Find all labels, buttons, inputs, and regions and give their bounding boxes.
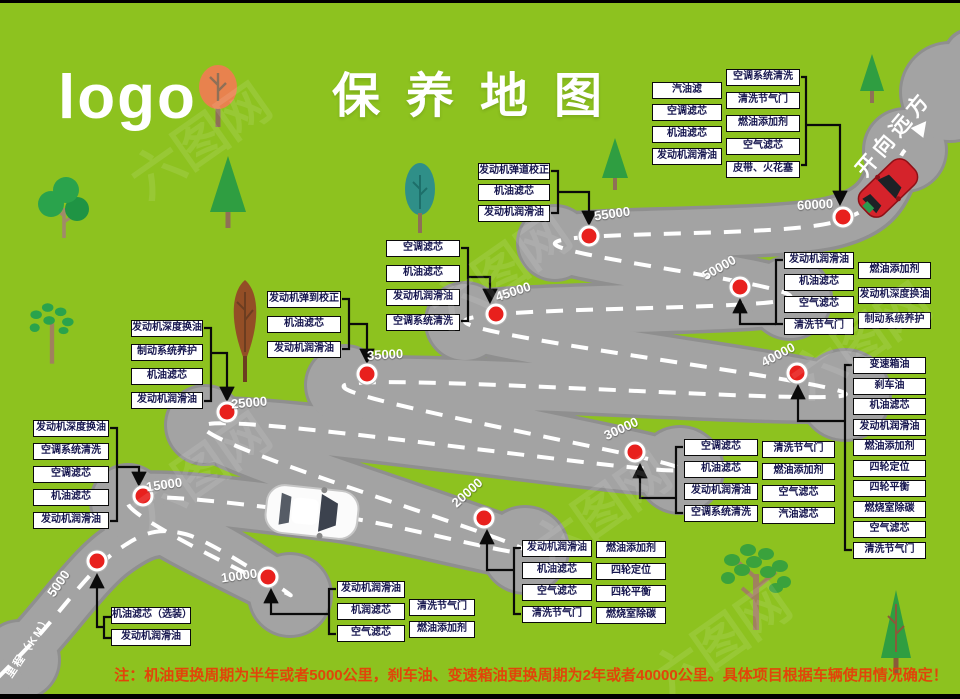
orange-tree — [199, 65, 237, 127]
bottom-border — [0, 694, 960, 699]
milestone-dot-60000 — [835, 209, 851, 225]
road-turn-pad — [902, 44, 960, 140]
milestone-dots — [85, 205, 855, 589]
connector-bracket-5000 — [102, 615, 111, 640]
connector-bracket-25000 — [204, 326, 213, 403]
page-title: 保养地图 — [331, 70, 629, 123]
connector-bracket-10000 — [327, 587, 336, 636]
connector-bracket-15000 — [110, 426, 119, 523]
milestone-dot-15000 — [135, 488, 151, 504]
milestone-dot-35000 — [359, 366, 375, 382]
connector-arrow-50000 — [732, 297, 776, 326]
connector-arrow-15000 — [117, 465, 147, 488]
brown-tree — [233, 280, 257, 382]
milestone-dot-40000 — [789, 365, 805, 381]
milestone-dot-25000 — [219, 404, 235, 420]
connector-arrow-55000 — [558, 190, 597, 227]
bottom-right-conifer — [881, 590, 911, 674]
connector-bracket-20000 — [512, 546, 521, 616]
red-car — [857, 158, 919, 218]
road-turn-pad — [92, 466, 164, 538]
connector-bracket-50000 — [774, 258, 783, 326]
connector-bracket-40000 — [843, 363, 852, 552]
road-direction-arrow — [910, 121, 927, 138]
footnote: 注：机油更换周期为半年或者5000公里，刹车油、变速箱油更换周期为2年或者400… — [114, 667, 948, 684]
connector-arrow-60000 — [806, 123, 848, 207]
connector-arrow-10000 — [263, 587, 329, 616]
pine-tree — [210, 156, 246, 228]
decorative-trees — [29, 54, 911, 674]
road-turn-pad — [638, 428, 722, 512]
connector-bracket-45000 — [461, 246, 470, 323]
connector-lines — [89, 75, 852, 640]
connector-bracket-30000 — [674, 445, 683, 515]
connector-arrow-30000 — [632, 462, 676, 500]
road-center-dash-line — [0, 148, 907, 679]
road — [0, 30, 960, 699]
left-leafy-tree — [29, 303, 74, 364]
connector-bracket-35000 — [342, 297, 351, 351]
milestone-dot-5000 — [89, 553, 105, 569]
top-border — [0, 0, 960, 3]
connector-arrow-25000 — [211, 351, 235, 403]
connector-arrow-45000 — [468, 275, 498, 305]
milestone-dot-55000 — [581, 228, 597, 244]
brand-logo: logo — [58, 63, 197, 132]
milestone-dot-20000 — [476, 510, 492, 526]
connector-bracket-60000 — [801, 75, 808, 167]
top-right-pine-tree — [860, 54, 884, 103]
round-green-tree — [38, 177, 89, 238]
milestone-dot-50000 — [732, 279, 748, 295]
teal-tree — [405, 163, 435, 233]
connector-arrow-20000 — [479, 528, 514, 572]
connector-arrow-5000 — [89, 572, 105, 629]
small-pine-tree — [602, 138, 628, 190]
connector-arrow-40000 — [790, 383, 845, 423]
milestone-dot-45000 — [488, 306, 504, 322]
white-car — [264, 484, 360, 540]
milestone-dot-30000 — [627, 444, 643, 460]
road-turn-pad — [167, 387, 243, 463]
leafy-tree — [721, 544, 791, 630]
connector-arrow-35000 — [349, 322, 375, 365]
milestone-dot-10000 — [260, 569, 276, 585]
